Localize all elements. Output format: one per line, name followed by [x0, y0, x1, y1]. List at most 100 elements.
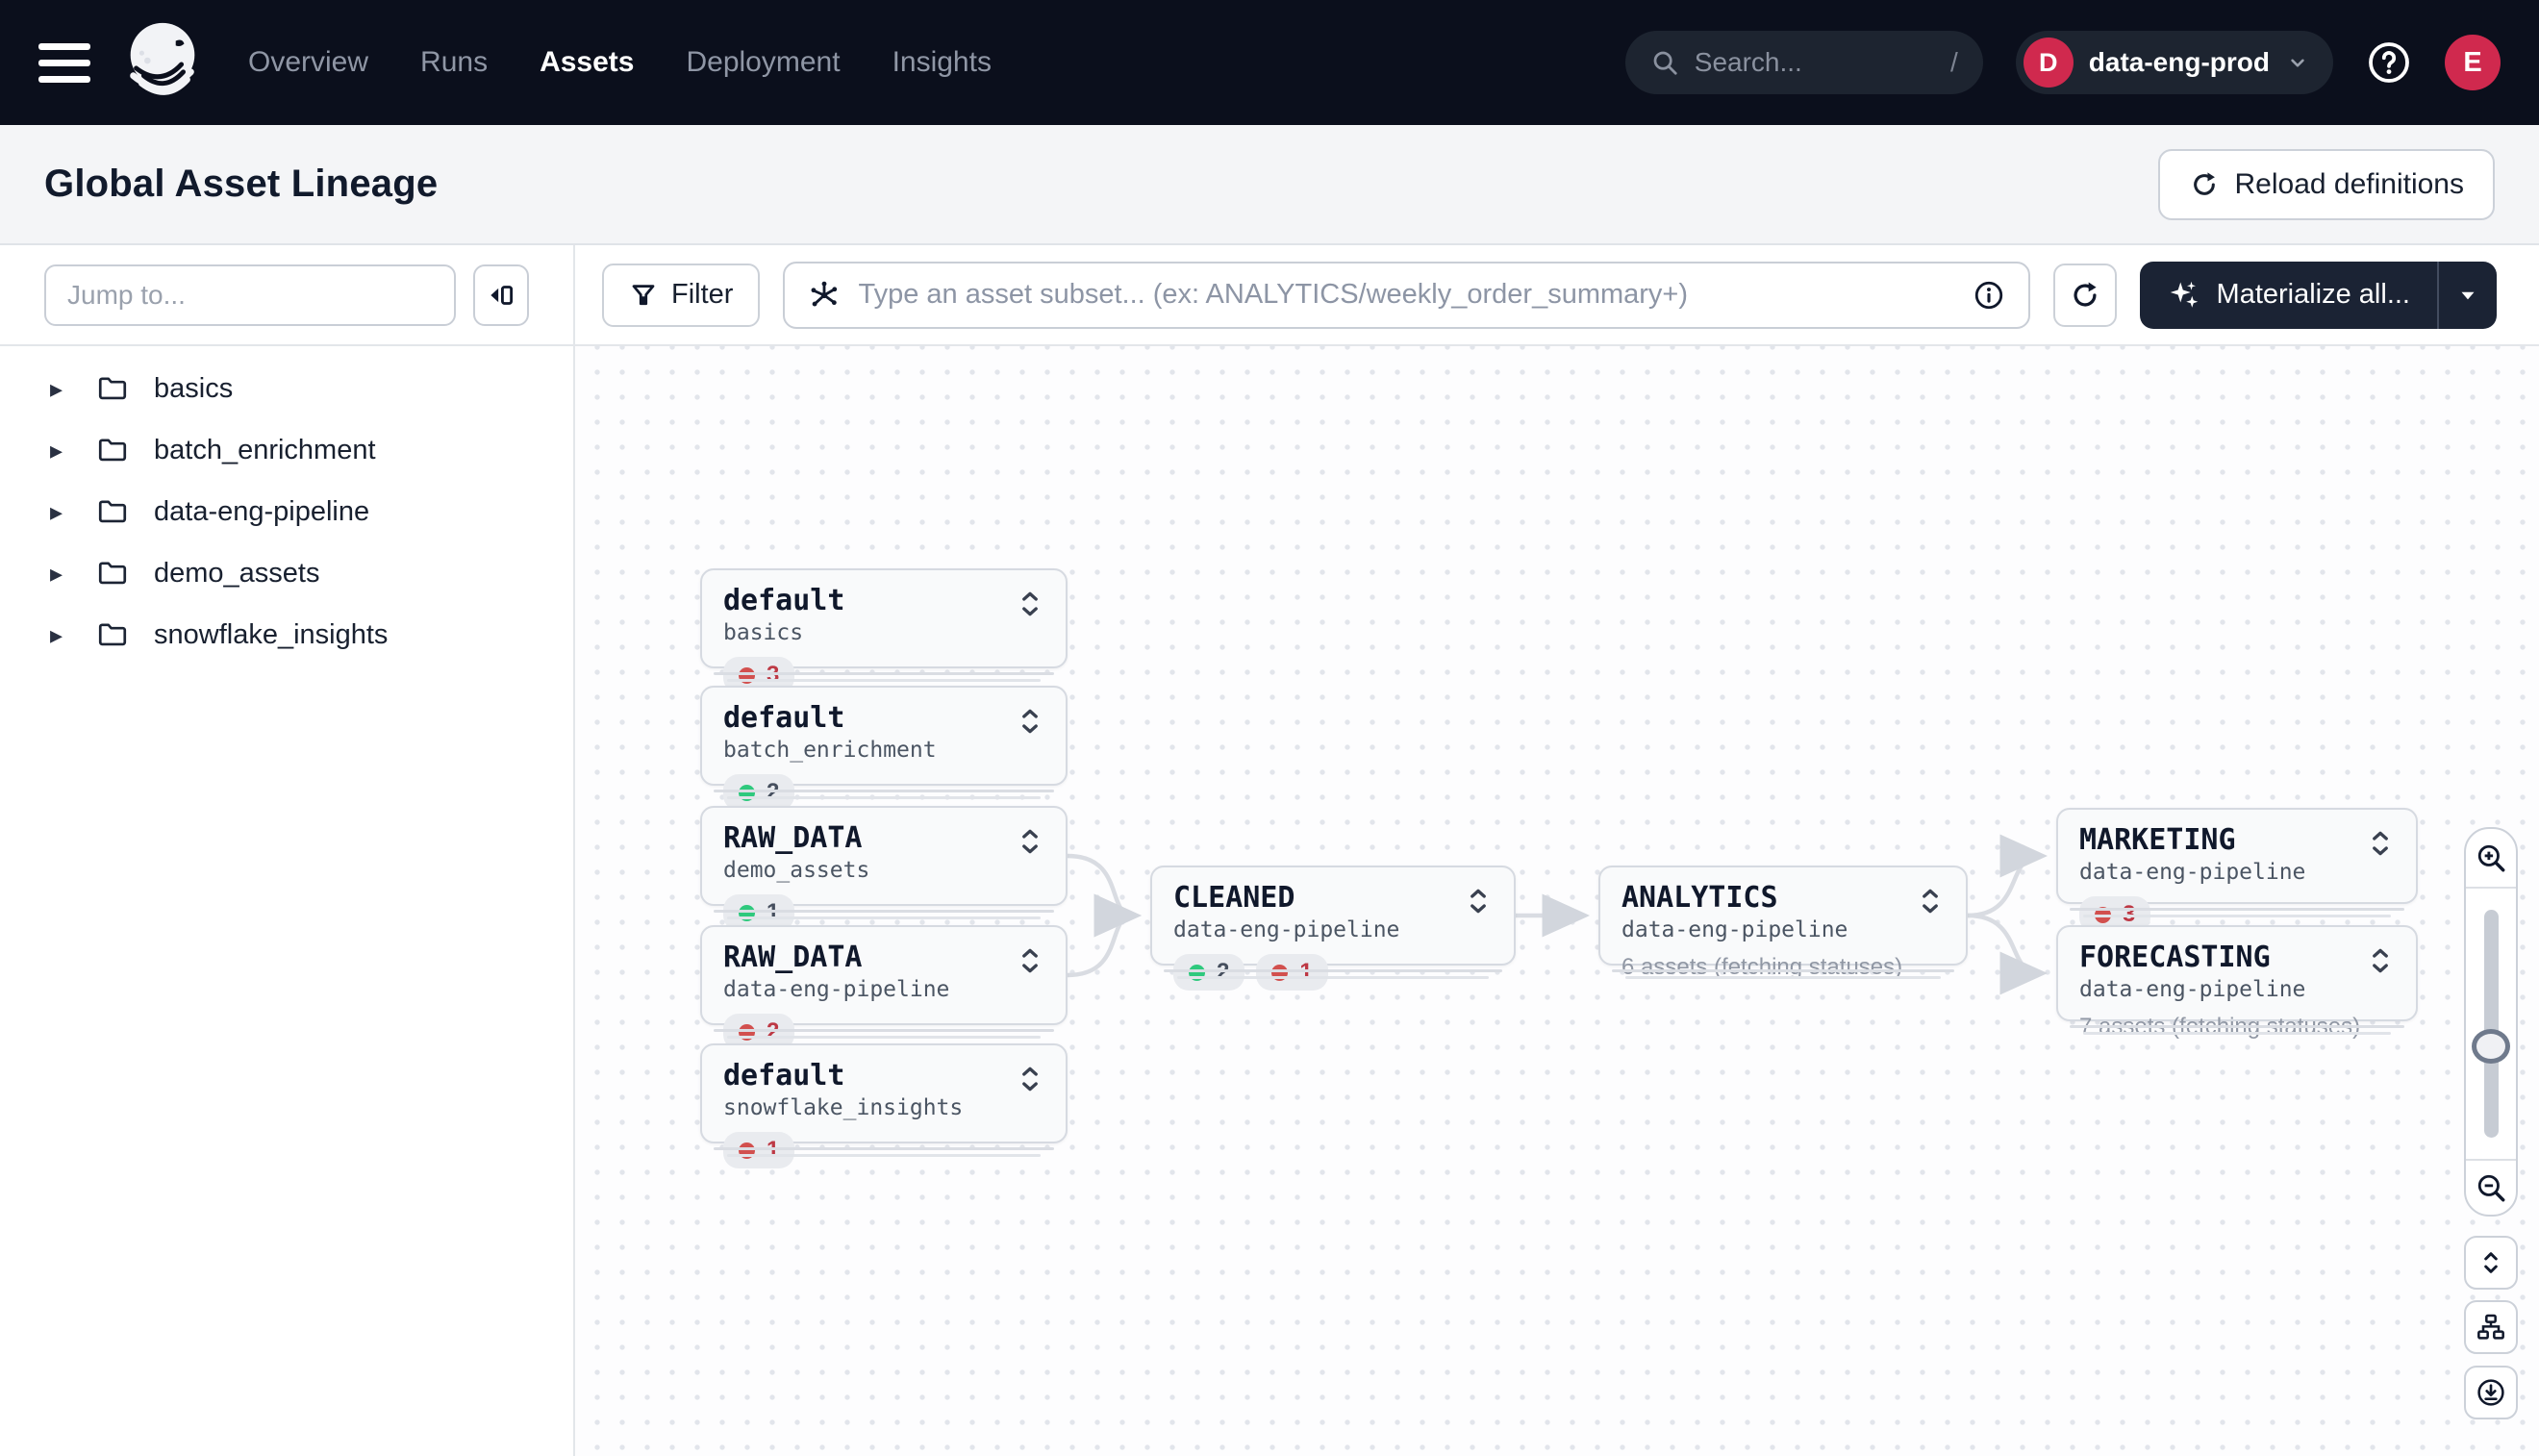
dagster-logo-icon[interactable]: [115, 15, 210, 110]
expand-node-icon[interactable]: [2366, 827, 2395, 860]
node-group-name: default: [723, 1059, 845, 1092]
download-image-button[interactable]: [2464, 1366, 2518, 1419]
reload-icon: [2193, 171, 2215, 195]
node-group-name: RAW_DATA: [723, 821, 863, 855]
caret-right-icon[interactable]: ▸: [50, 435, 63, 464]
zoom-slider-thumb[interactable]: [2472, 1029, 2510, 1065]
sidebar-folder-batch_enrichment[interactable]: ▸batch_enrichment: [0, 419, 573, 481]
zoom-out-button[interactable]: [2466, 1159, 2516, 1215]
status-badge-error: 1: [723, 1132, 795, 1168]
zoom-out-icon: [2477, 1174, 2505, 1202]
zoom-in-button[interactable]: [2466, 829, 2516, 889]
reload-definitions-label: Reload definitions: [2234, 167, 2465, 200]
folder-icon: [98, 377, 127, 400]
caret-right-icon[interactable]: ▸: [50, 373, 63, 403]
filter-button[interactable]: Filter: [602, 263, 761, 327]
sidebar-folder-data-eng-pipeline[interactable]: ▸ data-eng-pipeline: [0, 481, 573, 542]
search-input[interactable]: Search... /: [1624, 31, 1983, 94]
edge-rawdata-demo-to-cleaned: [1065, 853, 1142, 938]
org-chart-icon: [2477, 1314, 2504, 1340]
collapse-sidebar-button[interactable]: [473, 264, 529, 326]
node-group-name: RAW_DATA: [723, 941, 863, 974]
sidebar-folder-basics[interactable]: ▸basics: [0, 358, 573, 419]
collapse-panel-icon: [490, 285, 514, 305]
status-count: 3: [767, 662, 780, 688]
lineage-edges: [1065, 834, 2048, 995]
expand-node-icon[interactable]: [1016, 1063, 1044, 1095]
edge-analytics-to-marketing: [1965, 834, 2048, 918]
materialize-all-button[interactable]: Materialize all...: [2139, 261, 2497, 329]
expand-node-icon[interactable]: [1016, 944, 1044, 977]
asset-subset-placeholder: Type an asset subset... (ex: ANALYTICS/w…: [858, 279, 1689, 310]
top-nav: Overview Runs Assets Deployment Insights Sea…: [0, 0, 2539, 125]
nav-item-assets[interactable]: Assets: [540, 46, 635, 78]
unfold-icon: [2484, 1252, 2498, 1273]
nav-item-overview[interactable]: Overview: [248, 46, 369, 78]
sidebar-tree: ▸basics▸batch_enrichment▸data-eng-pipeli…: [0, 358, 573, 665]
success-dot-icon: [739, 904, 755, 921]
materialize-dropdown-toggle[interactable]: [2437, 261, 2497, 329]
folder-icon: [98, 562, 127, 585]
expand-node-icon[interactable]: [1016, 825, 1044, 858]
sidebar-folder-label: demo_assets: [154, 557, 320, 589]
error-dot-icon: [739, 666, 755, 684]
expand-node-icon[interactable]: [1916, 885, 1945, 917]
node-repo-name: data-eng-pipeline: [1173, 917, 1400, 942]
help-icon[interactable]: [2366, 39, 2412, 86]
node-group-name: CLEANED: [1173, 881, 1295, 915]
expand-node-icon[interactable]: [1464, 885, 1493, 917]
refresh-icon: [2073, 282, 2097, 307]
filter-label: Filter: [671, 279, 734, 310]
user-avatar[interactable]: E: [2445, 35, 2501, 90]
refresh-graph-button[interactable]: [2052, 263, 2117, 327]
deployment-switcher[interactable]: D data-eng-prod: [2015, 31, 2333, 94]
zoom-slider-track[interactable]: [2484, 910, 2499, 1138]
caret-right-icon[interactable]: ▸: [50, 619, 63, 649]
node-repo-name: data-eng-pipeline: [723, 977, 950, 1002]
sidebar-folder-snowflake_insights[interactable]: ▸snowflake_insights: [0, 604, 573, 665]
sidebar-folder-label: data-eng-pipeline: [154, 495, 370, 527]
toolbar-row: Jump to... Filter: [0, 245, 2539, 346]
page-title: Global Asset Lineage: [44, 163, 439, 205]
info-icon[interactable]: [1973, 279, 2005, 312]
zoom-slider[interactable]: [2466, 889, 2516, 1159]
status-badge-success: 1: [723, 894, 795, 931]
node-group-name: MARKETING: [2079, 823, 2236, 857]
zoom-controls: [2464, 827, 2518, 1217]
hamburger-menu-icon[interactable]: [38, 42, 90, 83]
folder-icon: [98, 500, 127, 523]
deployment-name: data-eng-prod: [2088, 47, 2270, 77]
expand-node-icon[interactable]: [1016, 588, 1044, 620]
error-dot-icon: [739, 1023, 755, 1041]
node-group-name: default: [723, 701, 845, 735]
caret-right-icon[interactable]: ▸: [50, 558, 63, 588]
expand-node-icon[interactable]: [1016, 705, 1044, 738]
sidebar-folder-demo_assets[interactable]: ▸ demo_assets: [0, 542, 573, 604]
error-dot-icon: [1271, 964, 1289, 981]
jump-to-input[interactable]: Jump to...: [44, 264, 456, 326]
node-repo-name: data-eng-pipeline: [2079, 860, 2306, 885]
asset-subset-input[interactable]: Type an asset subset... (ex: ANALYTICS/w…: [783, 261, 2030, 329]
status-badge-error: 1: [1256, 954, 1328, 991]
nav-item-deployment[interactable]: Deployment: [686, 46, 841, 78]
caret-right-icon[interactable]: ▸: [50, 496, 63, 526]
relayout-graph-button[interactable]: [2464, 1300, 2518, 1354]
reload-definitions-button[interactable]: Reload definitions: [2157, 148, 2495, 220]
nav-item-runs[interactable]: Runs: [420, 46, 489, 78]
page-header: Global Asset Lineage Reload definitions: [0, 125, 2539, 245]
status-badge-success: 2: [1173, 954, 1245, 991]
expand-collapse-all-button[interactable]: [2464, 1236, 2518, 1290]
nav-item-insights[interactable]: Insights: [892, 46, 992, 78]
expand-node-icon[interactable]: [2366, 944, 2395, 977]
node-repo-name: data-eng-pipeline: [1621, 917, 1848, 942]
